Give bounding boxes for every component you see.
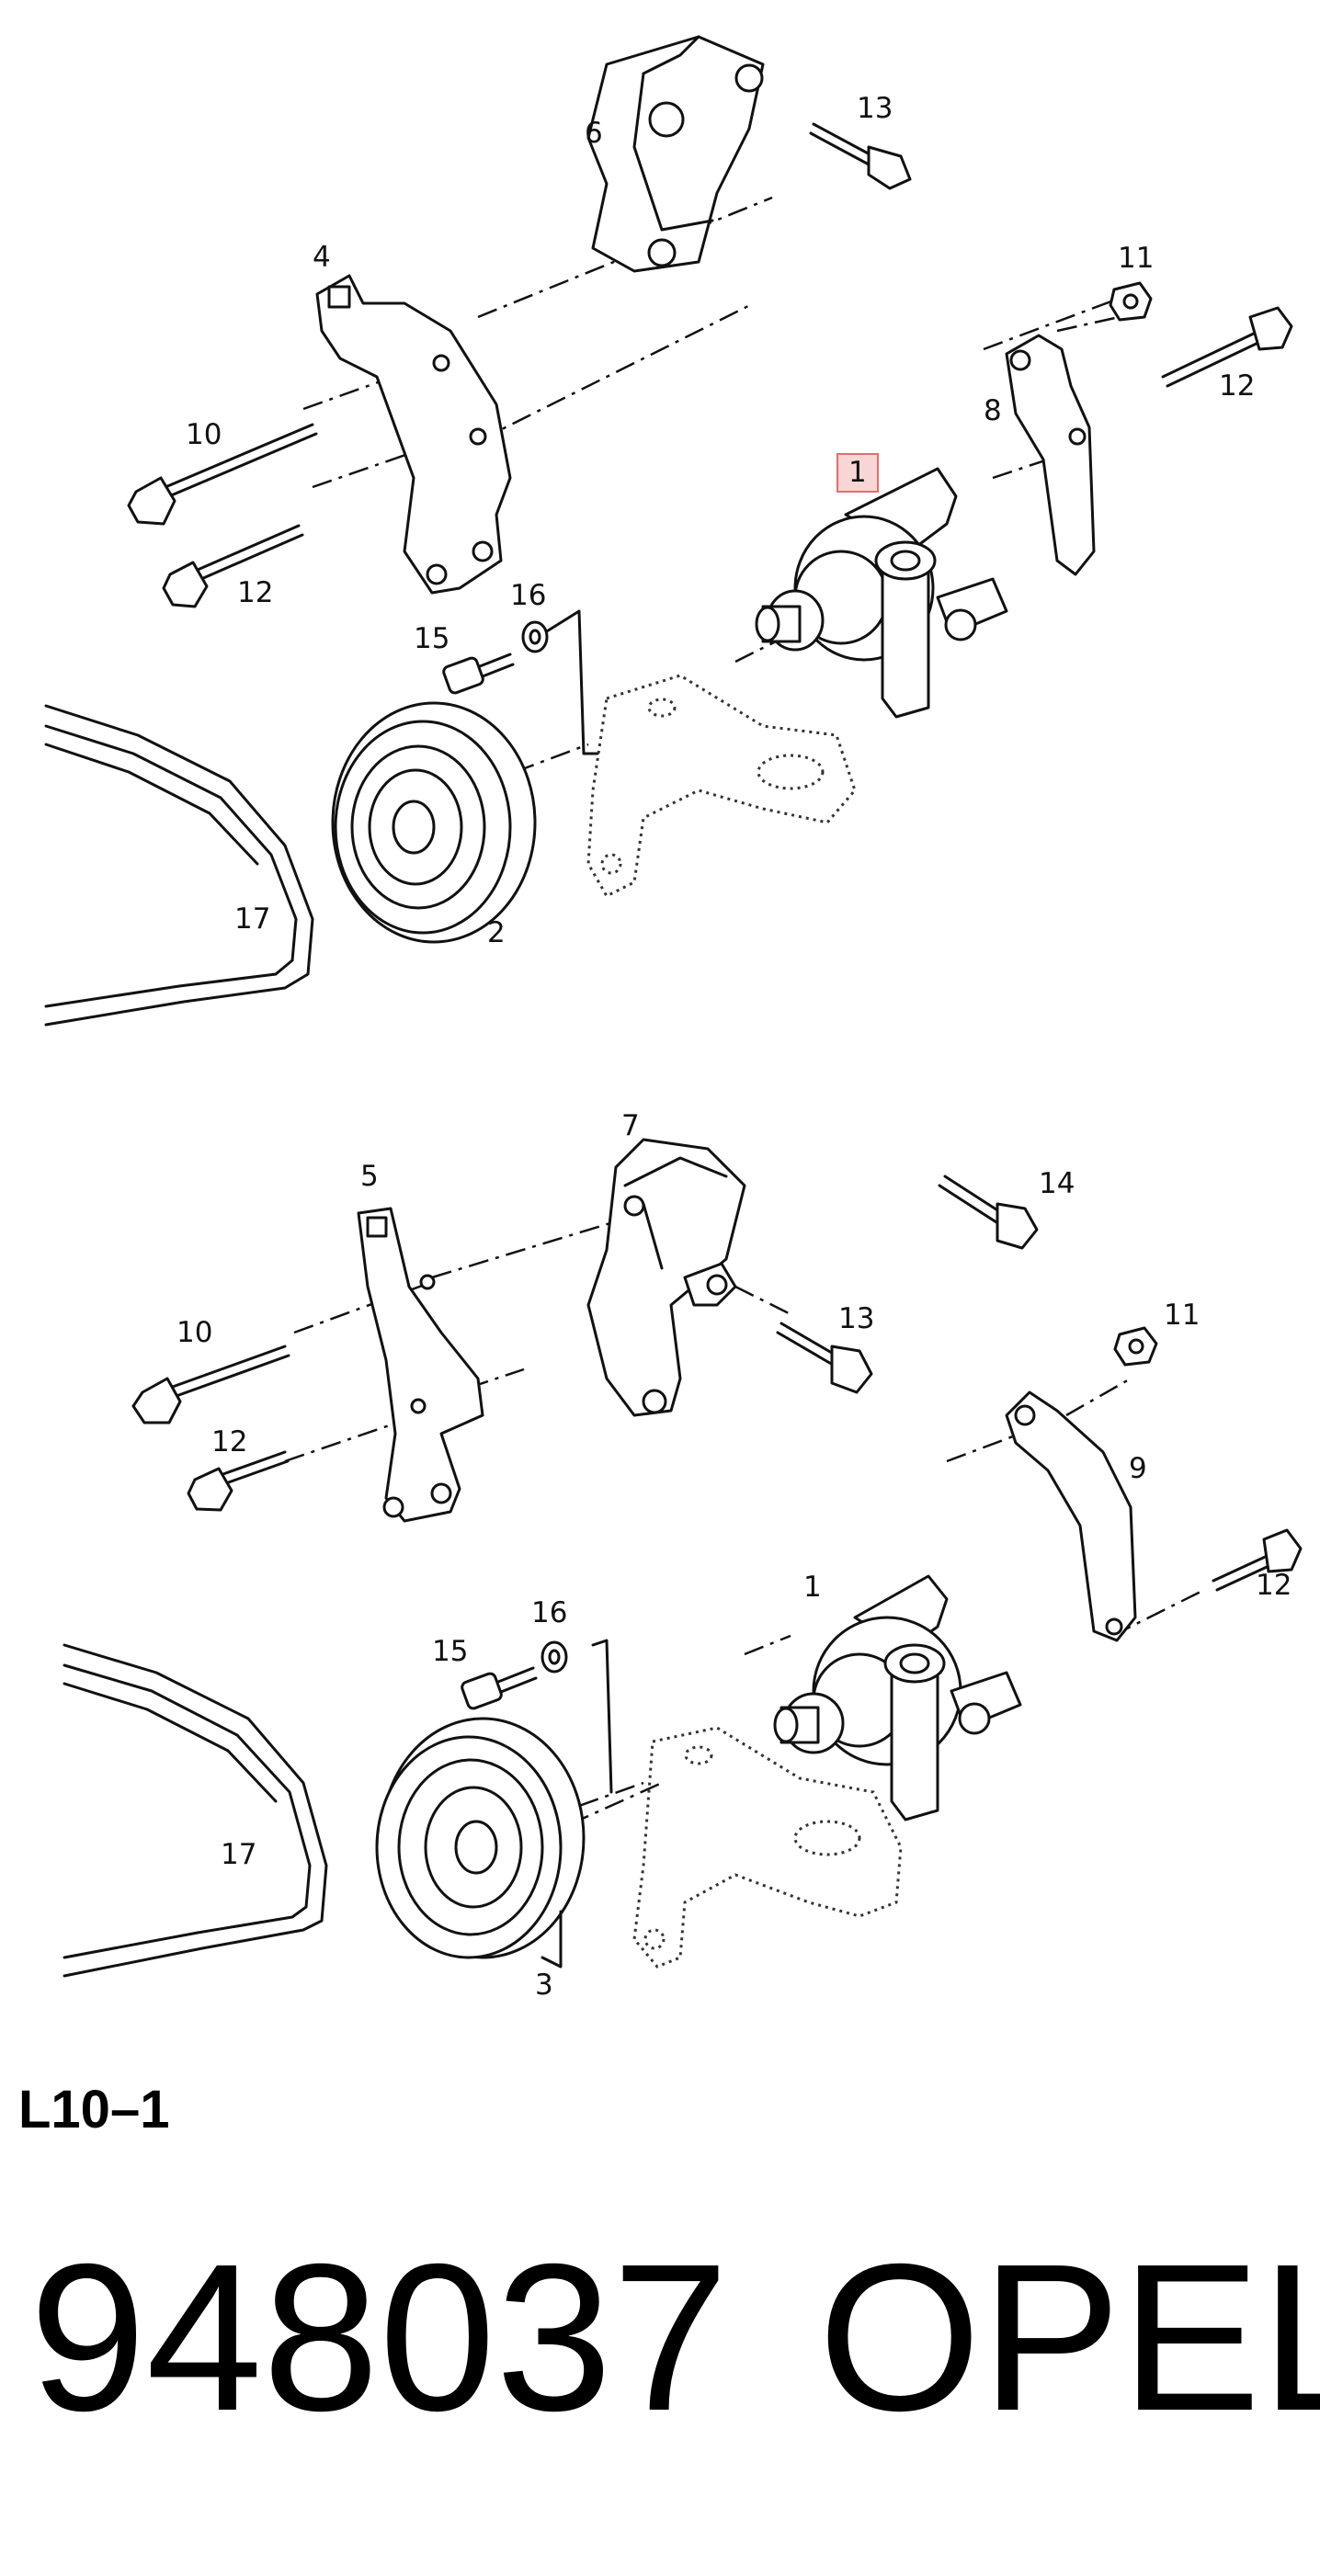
callout-13-bottom: 13: [838, 1302, 875, 1335]
dotted-bracket-bottom: [632, 1726, 903, 1969]
bracket-part-4: [315, 274, 512, 595]
belt-part-17-top: [44, 704, 314, 1027]
callout-1-bottom: 1: [803, 1571, 822, 1604]
callout-15-bottom: 15: [432, 1635, 469, 1668]
callout-11-bottom: 11: [1164, 1299, 1201, 1332]
part-number: 948037: [29, 2221, 729, 2455]
bolt-part-14: [938, 1175, 1039, 1250]
callout-16-top: 16: [510, 579, 547, 612]
callout-17-top: 17: [234, 902, 271, 936]
callout-12a-bottom: 12: [211, 1425, 248, 1458]
callout-4-top: 4: [313, 241, 331, 274]
nut-part-11-top: [1109, 281, 1153, 322]
callout-3-bottom: 3: [535, 1969, 553, 2002]
washer-part-16-top: [521, 620, 549, 653]
callout-10-top: 10: [186, 418, 222, 451]
callout-11-top: 11: [1118, 242, 1155, 275]
bolt-part-13-bottom: [776, 1322, 873, 1394]
callout-17-bottom: 17: [221, 1838, 257, 1871]
strap-part-8: [1005, 334, 1096, 576]
bolt-part-10-bottom: [131, 1345, 290, 1424]
callout-12b-top: 12: [1219, 369, 1256, 403]
pump-part-1-bottom: [773, 1574, 1022, 1821]
callout-8-top: 8: [984, 394, 1002, 427]
callout-12a-top: 12: [237, 576, 274, 609]
plate-part-5: [357, 1207, 484, 1523]
bolt-part-15-top: [442, 653, 515, 695]
bracket-part-7: [586, 1138, 746, 1417]
callout-10-bottom: 10: [176, 1316, 213, 1349]
callout-12b-bottom: 12: [1256, 1569, 1292, 1602]
bolt-part-10-top: [127, 423, 318, 526]
callout-13-top: 13: [857, 92, 893, 125]
nut-part-11-bottom: [1113, 1326, 1158, 1367]
callout-5-bottom: 5: [360, 1160, 379, 1193]
callout-6-top: 6: [585, 117, 603, 150]
bolt-part-15-bottom: [461, 1666, 538, 1710]
strap-part-9: [1005, 1390, 1137, 1642]
bracket-part-6: [586, 35, 765, 273]
pulley-part-3: [375, 1717, 586, 1969]
bolt-part-12b-top: [1161, 306, 1293, 388]
washer-part-16-bottom: [541, 1640, 568, 1674]
callout-9-bottom: 9: [1129, 1452, 1147, 1485]
callout-16-bottom: 16: [531, 1596, 568, 1629]
brand-name: OPEL: [818, 2221, 1320, 2455]
bolt-part-13-top: [809, 122, 912, 190]
belt-part-17-bottom: [63, 1643, 328, 1978]
callout-14-bottom: 14: [1039, 1167, 1075, 1200]
bolt-part-12b-bottom: [1212, 1528, 1303, 1592]
pulley-part-2: [331, 701, 537, 944]
callout-2-top: 2: [487, 916, 506, 949]
figure-code: L10–1: [18, 2080, 170, 2139]
top-assembly: [44, 35, 1293, 1027]
bolt-part-12a-bottom: [187, 1450, 290, 1512]
dotted-bracket-top: [586, 674, 857, 898]
callout-7-bottom: 7: [621, 1109, 640, 1142]
bottom-assembly: [63, 1138, 1303, 1978]
bolt-part-12a-top: [162, 524, 304, 608]
callout-1-top-highlighted[interactable]: 1: [836, 453, 879, 493]
callout-15-top: 15: [414, 622, 450, 655]
pump-part-1-top: [755, 467, 1008, 719]
